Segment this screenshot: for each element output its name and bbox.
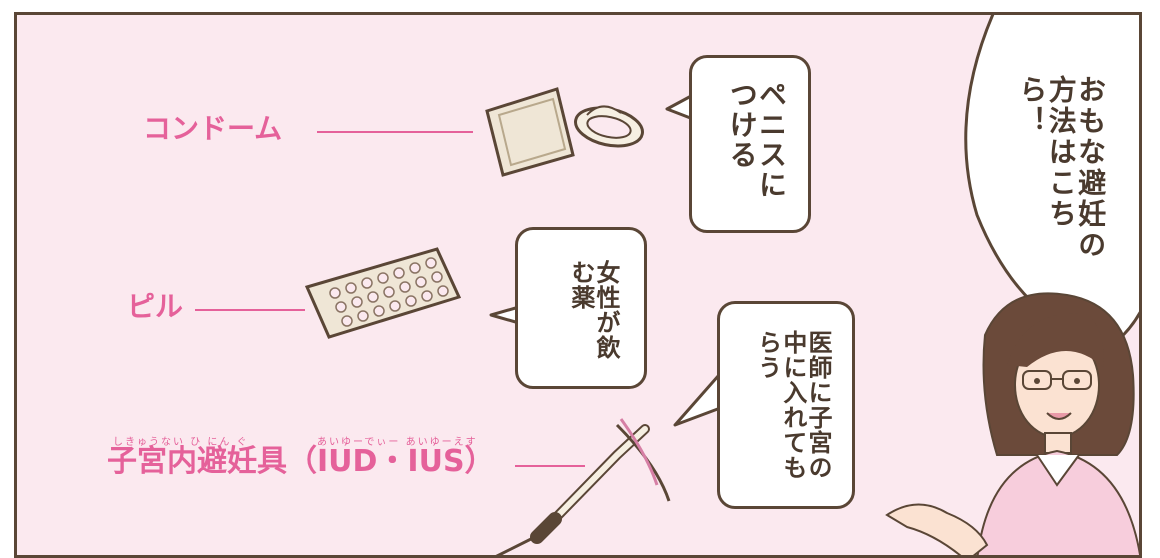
pill-label: ピル — [127, 290, 184, 323]
condom-bubble-text: ペニスにつける — [725, 80, 788, 200]
pill-bubble-text: 女性が飲む薬 — [566, 260, 620, 360]
iud-label: 子宮内避妊具（IUD・IUS） — [107, 444, 495, 479]
speaker-bubble-text: おもな避妊の方法はこちら！ — [1015, 75, 1108, 261]
condom-ring-icon — [574, 105, 644, 148]
pill-leader-line — [195, 309, 305, 311]
iud-bubble-tail — [673, 373, 725, 427]
speaker-bubble-shape — [964, 15, 1139, 396]
condom-speech-bubble: ペニスにつける — [689, 55, 811, 233]
iud-label-ruby-kanji: しきゅうない ひ にん ぐ — [113, 437, 249, 448]
condom-wrapper-icon — [485, 87, 575, 177]
illustration-layer — [304, 15, 1139, 555]
condom-leader-line — [317, 131, 473, 133]
iud-speech-bubble: 医師に子宮の中に入れてもらう — [717, 301, 855, 509]
iud-bubble-text: 医師に子宮の中に入れてもらう — [753, 330, 832, 480]
condom-label: コンドーム — [143, 112, 283, 145]
pill-speech-bubble: 女性が飲む薬 — [515, 227, 647, 389]
iud-label-ruby-abbr: あいゆーでぃー あいゆーえす — [317, 437, 478, 448]
woman-character-icon — [885, 292, 1139, 555]
iud-leader-line — [515, 465, 585, 467]
iud-device-icon — [495, 418, 671, 555]
pill-pack-icon — [304, 247, 462, 339]
comic-panel: コンドーム ピル しきゅうない ひ にん ぐ あいゆーでぃー あいゆーえす 子宮… — [14, 12, 1142, 558]
